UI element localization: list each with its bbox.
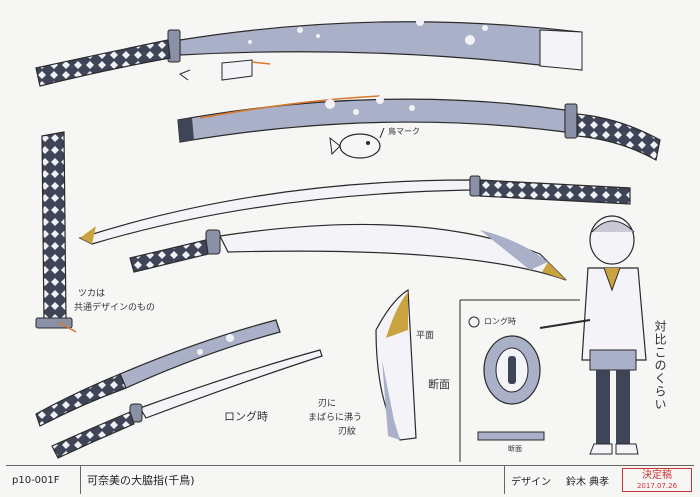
title-block: p10-001F 可奈美の大脇指(千鳥) デザイン 鈴木 典孝 決定稿 2017… <box>6 465 694 494</box>
role-label: デザイン <box>504 466 560 494</box>
sheath-cap-detail <box>178 59 271 81</box>
bird-mark-icon <box>329 127 385 159</box>
designer-name: 鈴木 典孝 <box>566 476 610 488</box>
blade-note-line1: 刃に <box>318 399 337 409</box>
cross-section-label: 断面 <box>428 378 450 391</box>
handle-note-line1: ツカは <box>78 289 106 299</box>
handle-note-line2: 共通デザインのもの <box>74 303 156 313</box>
long-time-label-1: ロング時 <box>224 410 268 423</box>
long-time-label-2: ロング時 <box>484 317 516 326</box>
sword-blade-curved <box>129 223 567 281</box>
sheet-code: p10-001F <box>12 474 60 486</box>
stamp-label: 決定稿 <box>642 470 672 481</box>
handle-vertical <box>35 131 77 333</box>
sword-sheathed-middle <box>177 95 661 161</box>
sheet-title: 可奈美の大脇指(千鳥) <box>80 466 504 494</box>
scale-compare-label: 対比このくらい <box>653 320 667 411</box>
tsuba-detail-box <box>459 299 580 462</box>
sword-blade-lower-left <box>51 349 323 459</box>
sword-blade-long <box>78 175 631 245</box>
sword-sheathed-lower-left <box>35 319 281 427</box>
approval-stamp: 決定稿 2017.07.26 <box>622 468 692 492</box>
blade-note-line3: 刃紋 <box>338 427 357 437</box>
sword-artwork <box>35 18 661 462</box>
blade-note-line2: まばらに沸う <box>308 413 363 423</box>
flat-face-label: 平面 <box>416 331 435 341</box>
stamp-date: 2017.07.26 <box>636 482 678 490</box>
character-figure <box>539 215 647 455</box>
sword-sheathed-top <box>35 18 583 87</box>
cross-section-label-2: 断面 <box>508 445 522 453</box>
blade-tip-detail <box>375 288 417 441</box>
bird-mark-label: 鳥マーク <box>388 127 420 136</box>
